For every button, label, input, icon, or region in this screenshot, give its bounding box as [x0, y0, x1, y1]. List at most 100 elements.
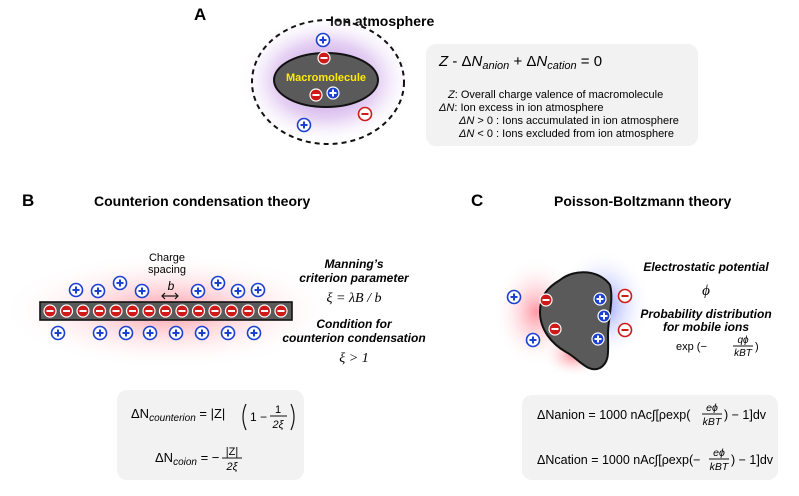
charge-spacing-label-1: Charge: [149, 252, 185, 264]
rod-counterion-icon: [50, 325, 66, 341]
panel-b-letter: B: [22, 191, 34, 210]
rod-counterion-icon: [92, 325, 108, 341]
rod-anion-icon: [241, 304, 255, 318]
rod-anion-icon: [257, 304, 272, 318]
rod-counterions: [50, 275, 266, 341]
cation-icon: [506, 289, 522, 305]
rod-anion-icon: [191, 304, 206, 318]
b-label: b: [168, 279, 175, 293]
cation-icon: [296, 117, 312, 133]
pb-macromolecule: [538, 271, 613, 371]
frac-two-xi: 2ξ: [271, 419, 284, 431]
inner-cation-icon: [326, 86, 340, 100]
rod-counterion-icon: [230, 283, 246, 299]
rod-counterion-icon: [68, 282, 84, 298]
exp-prefix: exp (−: [676, 341, 707, 353]
rod-counterion-icon: [90, 283, 106, 299]
coion-frac-den: 2ξ: [225, 461, 238, 473]
cation-equation: ΔNcation = 1000 nAc∫[ρexp(−: [537, 453, 700, 467]
anion-icon: [617, 288, 633, 304]
exp-suffix: ): [755, 341, 759, 353]
anion-frac-num: eϕ: [706, 402, 718, 414]
anion-icon: [617, 322, 633, 338]
rod-anion-icon: [208, 304, 222, 318]
inner-cation-icon: [593, 292, 607, 306]
ion-balance-equation: Z - ΔNanion + ΔNcation = 0: [438, 53, 602, 72]
ion-atmosphere-boundary: [251, 19, 405, 145]
inner-anion-icon: [539, 293, 553, 307]
rod-counterion-icon: [220, 325, 236, 341]
left-paren: [242, 403, 247, 431]
anion-equation: ΔNanion = 1000 nAc∫[ρexp(: [537, 408, 691, 422]
def-delta-n-positive: ΔN > 0 : Ions accumulated in ion atmosph…: [458, 115, 679, 127]
cation-frac-num: eϕ: [713, 447, 725, 459]
rod-counterion-icon: [190, 283, 206, 299]
inner-cation-icon: [591, 332, 605, 346]
rod-counterion-icon: [112, 275, 128, 291]
rod-anion-icon: [125, 304, 140, 318]
rod-anion-icon: [274, 304, 288, 318]
cation-icon: [525, 332, 541, 348]
panel-a-definitions-box: [426, 44, 698, 146]
inner-anion-icon: [309, 88, 323, 102]
rod-anions: [43, 304, 288, 318]
condition-label-1: Condition for: [316, 317, 393, 331]
rod-counterion-icon: [210, 275, 226, 291]
electrostatic-label: Electrostatic potential: [643, 260, 769, 274]
def-delta-n-negative: ΔN < 0 : Ions excluded from ion atmosphe…: [458, 128, 674, 140]
rod-anion-icon: [109, 304, 123, 318]
rod-anion-icon: [175, 304, 189, 318]
rod-anion-icon: [142, 304, 156, 318]
frac-one: 1: [275, 404, 281, 416]
anion-icon: [357, 106, 373, 122]
manning-label-1: Manning’s: [324, 257, 383, 271]
rod-counterion-icon: [142, 325, 158, 341]
rod-counterion-icon: [194, 325, 210, 341]
manning-label-2: criterion parameter: [299, 271, 410, 285]
def-z: Z: Overall charge valence of macromolecu…: [447, 89, 663, 101]
rod-anion-icon: [224, 304, 239, 318]
double-arrow-icon: [161, 292, 179, 300]
phi-symbol: ϕ: [702, 283, 710, 299]
rod-anion-icon: [43, 304, 57, 318]
def-delta-n: ΔN: Ion excess in ion atmosphere: [438, 102, 604, 114]
rod-counterion-icon: [168, 325, 184, 341]
exp-den: kBT: [734, 348, 753, 359]
panel-c: C Poisson-Boltzmann theory: [471, 191, 778, 480]
panel-c-letter: C: [471, 191, 483, 210]
one-minus: 1 −: [250, 410, 267, 424]
right-paren: [290, 403, 295, 431]
panel-c-title: Poisson-Boltzmann theory: [554, 193, 732, 209]
prob-label-2: for mobile ions: [663, 320, 749, 334]
rod-counterion-icon: [250, 282, 266, 298]
rod-anion-icon: [59, 304, 74, 318]
rod-counterion-icon: [246, 325, 262, 341]
panel-b-title: Counterion condensation theory: [94, 193, 310, 209]
charge-spacing-label-2: spacing: [148, 264, 186, 276]
rod-counterion-icon: [134, 283, 150, 299]
rod-counterion-icon: [118, 325, 134, 341]
xi-equation: ξ = λB / b: [327, 291, 382, 306]
exp-num: qϕ: [737, 335, 749, 346]
panel-a-letter: A: [194, 5, 206, 24]
anion-frac-den: kBT: [703, 416, 723, 428]
panel-a: A Ion atmosphere Macromolecule: [194, 5, 698, 146]
inner-anion-icon: [548, 322, 562, 336]
cation-icon: [315, 32, 331, 48]
anion-tail: ) − 1]dv: [724, 408, 767, 422]
macromolecule-label: Macromolecule: [286, 72, 366, 84]
coion-frac-num: |Z|: [226, 446, 238, 458]
coion-equation: ΔNcoion = −: [155, 450, 219, 468]
panel-b: B Counterion condensation theory Charge …: [0, 191, 426, 480]
rod-anion-icon: [92, 304, 107, 318]
rod-anion-icon: [76, 304, 90, 318]
inner-cation-icon: [597, 309, 611, 323]
prob-label-1: Probability distribution: [640, 307, 771, 321]
cation-tail: ) − 1]dv: [731, 453, 774, 467]
rod-anion-icon: [158, 304, 173, 318]
xi-condition: ξ > 1: [339, 351, 368, 366]
panel-b-equations-box: [117, 390, 304, 480]
inner-anion-icon: [317, 51, 331, 65]
cation-frac-den: kBT: [710, 461, 730, 473]
